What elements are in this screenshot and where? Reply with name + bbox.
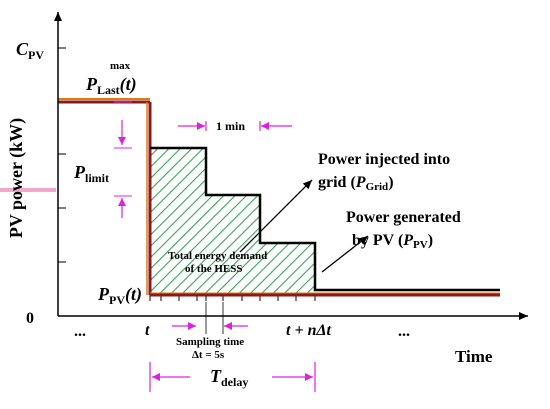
sampling-line1: Sampling time [176, 336, 244, 348]
arrow-pv [321, 235, 369, 273]
sampling-indicator [172, 302, 248, 334]
cpv-label: CPV [16, 39, 44, 62]
grid-step-line [150, 146, 500, 292]
t-delay-indicator [149, 362, 316, 392]
one-min-label: 1 min [216, 119, 245, 133]
tick-dots-right: ... [398, 323, 410, 340]
plast-sup: max [110, 60, 131, 72]
p-limit-indicator [114, 101, 132, 218]
tick-t-ndt: t + nΔt [286, 322, 332, 339]
y-axis-label: PV power (kW) [6, 118, 27, 238]
energy-line1: Total energy demand [168, 250, 267, 262]
generated-line1: Power generated [346, 209, 461, 226]
origin-label: 0 [26, 310, 34, 327]
energy-region [150, 148, 315, 295]
injected-line1: Power injected into [318, 151, 450, 168]
energy-line2: of the HESS [185, 263, 242, 275]
x-axis-label: Time [455, 347, 493, 366]
arrow-grid [239, 179, 313, 253]
plast-label: PLast(t) [85, 74, 137, 97]
tick-t: t [145, 322, 150, 339]
t-delay-label: Tdelay [210, 366, 248, 389]
tick-dots-left: ... [74, 323, 86, 340]
y-ticks [58, 47, 66, 263]
plimit-label: Plimit [73, 162, 109, 185]
ppv-label: PPV(t) [97, 284, 142, 307]
one-min-indicator [178, 121, 292, 131]
generated-line2: by PV (PPV) [352, 232, 433, 251]
pink-band-left [0, 188, 56, 192]
injected-line2: grid (PGrid) [318, 174, 394, 193]
sampling-line2: Δt = 5s [192, 349, 225, 361]
